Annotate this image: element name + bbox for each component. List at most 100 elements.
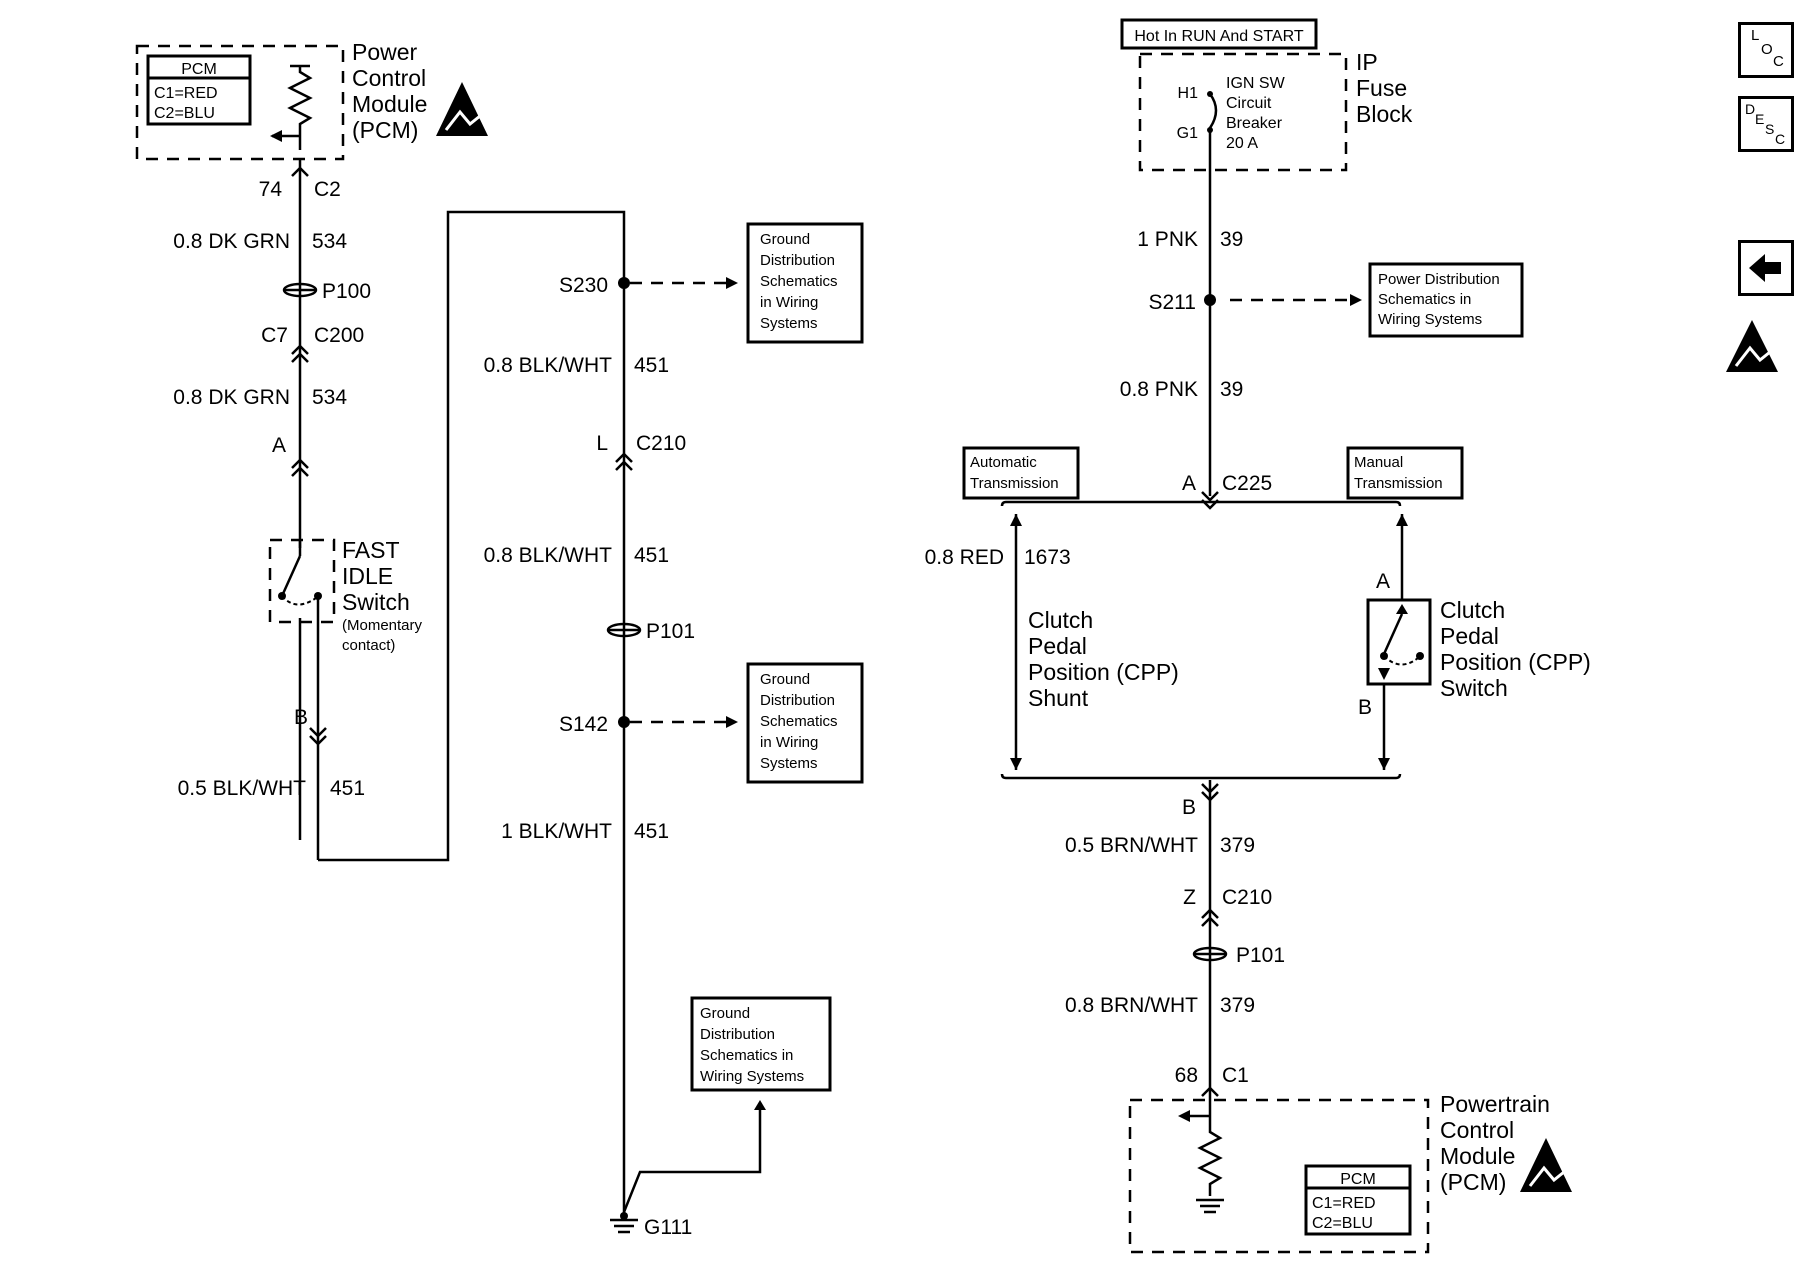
pcm-bottom-resistor: [1197, 1120, 1223, 1196]
wire-451c-color: 0.8 BLK/WHT: [484, 544, 613, 567]
wire-1673-circuit: 1673: [1024, 546, 1071, 569]
pcm-top-connector-box: [146, 54, 252, 126]
hot-in-run-start-box: [1120, 18, 1318, 50]
wire-39b-color: 0.8 PNK: [1120, 378, 1198, 401]
branch-bar-bottom: [1000, 773, 1402, 780]
passthrough-p100: P100: [322, 280, 371, 303]
pcm-bottom-dashed-box: [1128, 1098, 1430, 1254]
wire-534b-circuit: 534: [312, 386, 347, 409]
connector-c210a: C210: [636, 432, 686, 455]
wire-451b-circuit: 451: [634, 354, 669, 377]
ref-ground-3[interactable]: [690, 996, 832, 1092]
splice-s230: [618, 277, 630, 289]
pcm-bottom-box-title: PCM: [1340, 1171, 1376, 1188]
ip-fuse-dashed-box: [1138, 52, 1348, 172]
cpp-switch-box: [1366, 598, 1432, 686]
loc-letter-o: O: [1761, 41, 1773, 58]
connector-c210b: C210: [1222, 886, 1272, 909]
wire-39a-circuit: 39: [1220, 228, 1243, 251]
wire-451b-color: 0.8 BLK/WHT: [484, 354, 613, 377]
connector-c1: C1: [1222, 1064, 1249, 1087]
fast-idle-pin-b: B: [294, 706, 308, 729]
branch-bar-top: [1000, 500, 1402, 507]
ref-auto-trans[interactable]: [962, 446, 1080, 500]
pcm-bottom-c1: C1=RED: [1312, 1195, 1376, 1212]
splice-s211: [1204, 294, 1216, 306]
pin-c7: C7: [261, 324, 288, 347]
splice-s230-label: S230: [559, 274, 608, 297]
desc-letter-c: C: [1775, 131, 1786, 147]
pcm-top-c1: C1=RED: [154, 85, 218, 102]
pin-z: Z: [1183, 886, 1196, 909]
esd-warning-icon[interactable]: [1722, 316, 1782, 376]
wire-534b-color: 0.8 DK GRN: [173, 386, 290, 409]
wire-1673-color: 0.8 RED: [925, 546, 1004, 569]
ground-g111-icon: [610, 1212, 638, 1234]
fast-idle-switch-contact: [280, 555, 302, 597]
pcm-top-title-l1: Power: [352, 39, 418, 65]
ground-g111: G111: [644, 1216, 692, 1239]
ref-power-dist[interactable]: [1368, 262, 1524, 338]
fast-idle-dashed-box: [268, 538, 336, 624]
wire-39a-color: 1 PNK: [1137, 228, 1198, 251]
desc-letter-s: S: [1765, 121, 1775, 137]
pcm-bottom-c2: C2=BLU: [1312, 1215, 1373, 1232]
wire-451a-color: 0.5 BLK/WHT: [178, 777, 307, 800]
connector-c225: C225: [1222, 472, 1272, 495]
hot-in-run-start-label: Hot In RUN And START: [1134, 28, 1303, 45]
splice-s142-label: S142: [559, 713, 608, 736]
wire-379a-circuit: 379: [1220, 834, 1255, 857]
pcm-top-dashed-box: [135, 44, 345, 161]
connector-c2: C2: [314, 178, 341, 201]
wire-534a-color: 0.8 DK GRN: [173, 230, 290, 253]
circuit-breaker-symbol: [1208, 93, 1218, 129]
passthrough-p101a: P101: [646, 620, 695, 643]
splice-s142: [618, 716, 630, 728]
desc-button[interactable]: D E S C: [1738, 96, 1794, 152]
pin-68: 68: [1175, 1064, 1198, 1087]
passthrough-p101b: P101: [1236, 944, 1285, 967]
ref-manual-trans[interactable]: [1346, 446, 1464, 500]
wire-379b-circuit: 379: [1220, 994, 1255, 1017]
wire-451-loop: [318, 210, 626, 1216]
pin-b-main: B: [1182, 796, 1196, 819]
pcm-top-resistor: [287, 66, 313, 150]
splice-s211-label: S211: [1149, 291, 1197, 314]
fast-idle-pin-a: A: [272, 434, 286, 457]
loc-letter-c: C: [1773, 53, 1784, 70]
wire-379b-color: 0.8 BRN/WHT: [1065, 994, 1198, 1017]
pin-74: 74: [259, 178, 283, 201]
wire-451d-color: 1 BLK/WHT: [501, 820, 612, 843]
ref-ground-2[interactable]: [746, 662, 864, 784]
wire-39b-circuit: 39: [1220, 378, 1243, 401]
wire-379a-color: 0.5 BRN/WHT: [1065, 834, 1198, 857]
ref-ground-1[interactable]: [746, 222, 864, 344]
desc-letter-d: D: [1745, 101, 1756, 117]
connector-c200: C200: [314, 324, 364, 347]
back-button[interactable]: [1738, 240, 1794, 296]
pin-a-c225: A: [1182, 472, 1196, 495]
esd-icon-bottom: [1520, 1138, 1572, 1192]
loc-letter-l: L: [1751, 27, 1760, 44]
wire-451d-circuit: 451: [634, 820, 669, 843]
cpp-pin-b: B: [1358, 696, 1372, 719]
wire-534a-circuit: 534: [312, 230, 347, 253]
cpp-pin-a: A: [1376, 570, 1390, 593]
desc-letter-e: E: [1755, 111, 1765, 127]
loc-button[interactable]: L O C: [1738, 22, 1794, 78]
pin-l: L: [596, 432, 608, 455]
